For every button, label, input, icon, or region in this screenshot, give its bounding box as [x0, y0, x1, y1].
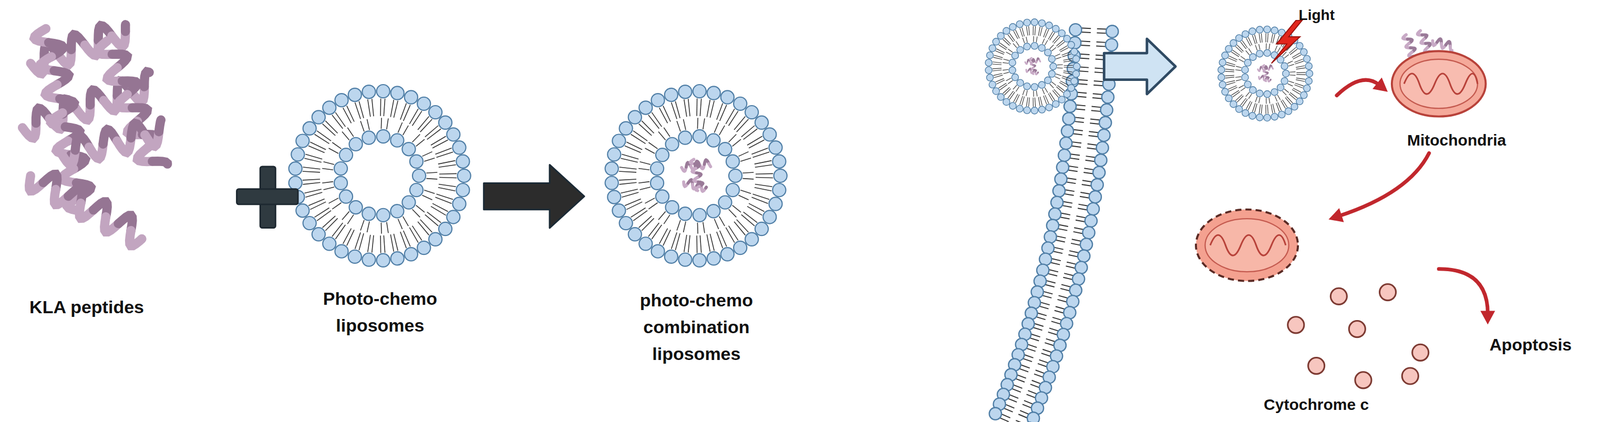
figure-node: Cytochrome c	[1193, 219, 1439, 418]
figure-node: Photo-chemo liposomes	[280, 76, 480, 340]
figure-label: Apoptosis	[1489, 332, 1572, 358]
plus-sign	[236, 166, 299, 229]
figure-label: Mitochondria	[1407, 128, 1506, 152]
figure-label: Photo-chemo liposomes	[311, 285, 449, 339]
flow-arrow	[1328, 152, 1429, 222]
peptide-helix	[30, 24, 126, 74]
peptide-helix	[1262, 65, 1269, 82]
peptide-helix	[61, 119, 162, 165]
figure-node: Mitochondria	[1387, 30, 1526, 153]
generated-figures	[22, 18, 1453, 422]
figure-label: photo-chemo combination liposomes	[627, 286, 765, 368]
figure-node: Light	[1214, 2, 1337, 127]
liposome	[605, 84, 788, 267]
flow-arrow	[483, 164, 585, 228]
light-bolt	[1271, 20, 1303, 64]
figure-label: Cytochrome c	[1263, 392, 1369, 417]
peptide-helix	[1432, 38, 1453, 51]
mitochondrion	[1391, 50, 1486, 117]
peptide-helix	[690, 159, 704, 191]
cytochrome-dots	[1287, 284, 1429, 389]
peptide-helix	[34, 28, 91, 211]
figure-node: photo-chemo combination liposomes	[596, 76, 797, 369]
figure-label: KLA peptides	[29, 293, 144, 321]
peptide-helix	[1029, 57, 1037, 75]
figure-label: Light	[1298, 4, 1335, 27]
flow-arrow	[1438, 269, 1495, 325]
damaged-mitochondrion	[1195, 209, 1298, 282]
peptide-helix	[97, 40, 168, 164]
flow-arrow	[1336, 77, 1388, 96]
liposome	[288, 84, 471, 267]
liposome	[1217, 25, 1314, 121]
entry-arrow	[1103, 38, 1176, 95]
liposome	[985, 18, 1081, 115]
figure-node: Apoptosis	[1469, 324, 1592, 366]
figure-node: KLA peptides	[9, 9, 163, 322]
peptide-helix	[22, 71, 150, 139]
cell-membrane	[989, 23, 1119, 422]
peptide-helix	[29, 174, 142, 246]
